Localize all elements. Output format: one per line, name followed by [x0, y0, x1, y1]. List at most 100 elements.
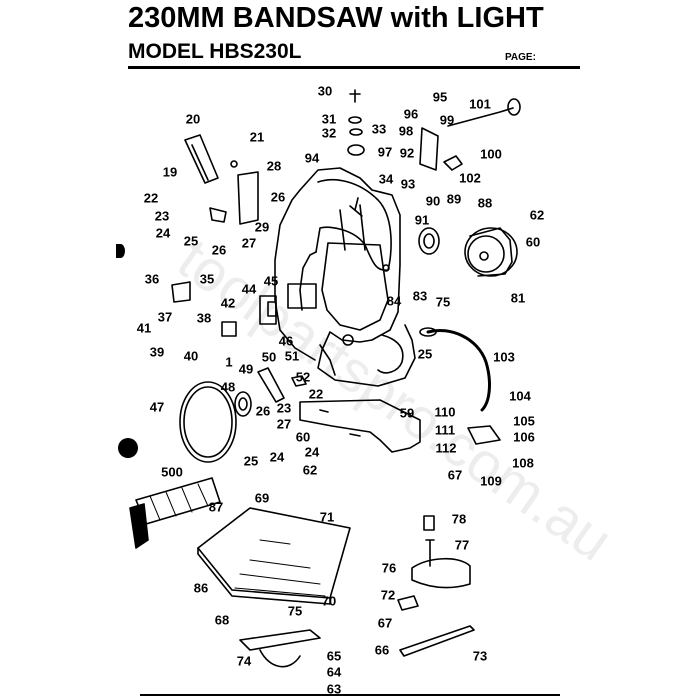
part-label: 84: [386, 293, 402, 309]
part-label: 78: [451, 511, 467, 527]
part-label: 22: [308, 386, 324, 402]
part-label: 74: [236, 653, 252, 669]
lower-wheel: [179, 381, 237, 463]
part-label: 1: [225, 354, 233, 370]
part-label: 91: [414, 212, 430, 228]
part-label: 92: [399, 145, 415, 161]
lamp-arm: [426, 329, 491, 412]
part-label: 52: [295, 369, 311, 385]
part-label: 27: [241, 235, 257, 251]
part-label: 48: [220, 379, 236, 395]
motor: [464, 227, 518, 277]
part-label: 106: [513, 429, 535, 445]
part-label: 103: [493, 349, 515, 365]
part-label: 63: [326, 681, 342, 697]
blade-guard-post: [184, 134, 219, 184]
part-label: 62: [529, 207, 545, 223]
part-label: 86: [193, 580, 209, 596]
model-label: MODEL HBS230L: [128, 40, 302, 63]
part-label: 105: [513, 413, 535, 429]
part-label: 37: [157, 309, 173, 325]
part-label: 26: [211, 242, 227, 258]
part-label: 104: [509, 388, 531, 404]
part-label: 96: [403, 106, 419, 122]
part-label: 88: [477, 195, 493, 211]
footer-rule: [140, 694, 560, 696]
table-part: [197, 507, 351, 605]
part-label: 36: [144, 271, 160, 287]
part-label: 41: [136, 320, 152, 336]
part-label: 64: [326, 664, 342, 680]
part-label: 500: [161, 464, 183, 480]
part-label: 65: [326, 648, 342, 664]
part-label: 89: [446, 191, 462, 207]
part-label: 67: [447, 467, 463, 483]
part-label: 50: [261, 349, 277, 365]
part-label: 71: [319, 509, 335, 525]
part-label: 32: [321, 125, 337, 141]
part-label: 60: [525, 234, 541, 250]
pulley: [234, 391, 252, 417]
part-label: 30: [317, 83, 333, 99]
part-label: 24: [155, 225, 171, 241]
part-label: 81: [510, 290, 526, 306]
part-label: 97: [377, 144, 393, 160]
part-label: 101: [469, 96, 491, 112]
part-label: 25: [417, 346, 433, 362]
part-label: 87: [208, 499, 224, 515]
base-plate: [299, 399, 421, 453]
part-label: 109: [480, 473, 502, 489]
part-label: 77: [454, 537, 470, 553]
part-label: 46: [278, 333, 294, 349]
part-label: 49: [238, 361, 254, 377]
fence-rail: [399, 625, 475, 657]
part-label: 59: [399, 405, 415, 421]
part-label: 108: [512, 455, 534, 471]
part-label: 112: [435, 440, 457, 456]
part-label: 38: [196, 310, 212, 326]
part-label: 67: [377, 615, 393, 631]
part-label: 90: [425, 193, 441, 209]
part-label: 23: [276, 400, 292, 416]
part-label: 25: [243, 453, 259, 469]
lamp-base: [467, 425, 501, 445]
part-label: 40: [183, 348, 199, 364]
part-label: 27: [276, 416, 292, 432]
upper-wheel-adjust-stack: [347, 89, 365, 156]
page-title: 230MM BANDSAW with LIGHT: [128, 2, 544, 34]
part-label: 62: [302, 462, 318, 478]
binder-hole-top: [116, 244, 125, 258]
part-label: 75: [435, 294, 451, 310]
motor-pulley: [418, 227, 440, 255]
part-label: 83: [412, 288, 428, 304]
part-label: 24: [269, 449, 285, 465]
part-label: 47: [149, 399, 165, 415]
part-label: 75: [287, 603, 303, 619]
part-label: 29: [254, 219, 270, 235]
part-label: 25: [183, 233, 199, 249]
part-label: 98: [398, 123, 414, 139]
part-label: 44: [241, 281, 257, 297]
binder-hole-bottom: [118, 438, 138, 458]
part-label: 42: [220, 295, 236, 311]
part-label: 51: [284, 348, 300, 364]
part-label: 35: [199, 271, 215, 287]
part-label: 28: [266, 158, 282, 174]
page-label: PAGE:: [505, 52, 536, 63]
part-label: 20: [185, 111, 201, 127]
table-bracket: [239, 629, 321, 668]
part-label: 69: [254, 490, 270, 506]
guard-cover: [237, 171, 259, 225]
bracket-part: [419, 127, 439, 171]
part-label: 33: [371, 121, 387, 137]
part-label: 102: [459, 170, 481, 186]
part-label: 95: [432, 89, 448, 105]
part-label: 60: [295, 429, 311, 445]
part-label: 66: [374, 642, 390, 658]
part-label: 26: [255, 403, 271, 419]
part-label: 110: [434, 404, 456, 420]
part-label: 70: [321, 593, 337, 609]
blade-guard-insert: [129, 477, 221, 549]
